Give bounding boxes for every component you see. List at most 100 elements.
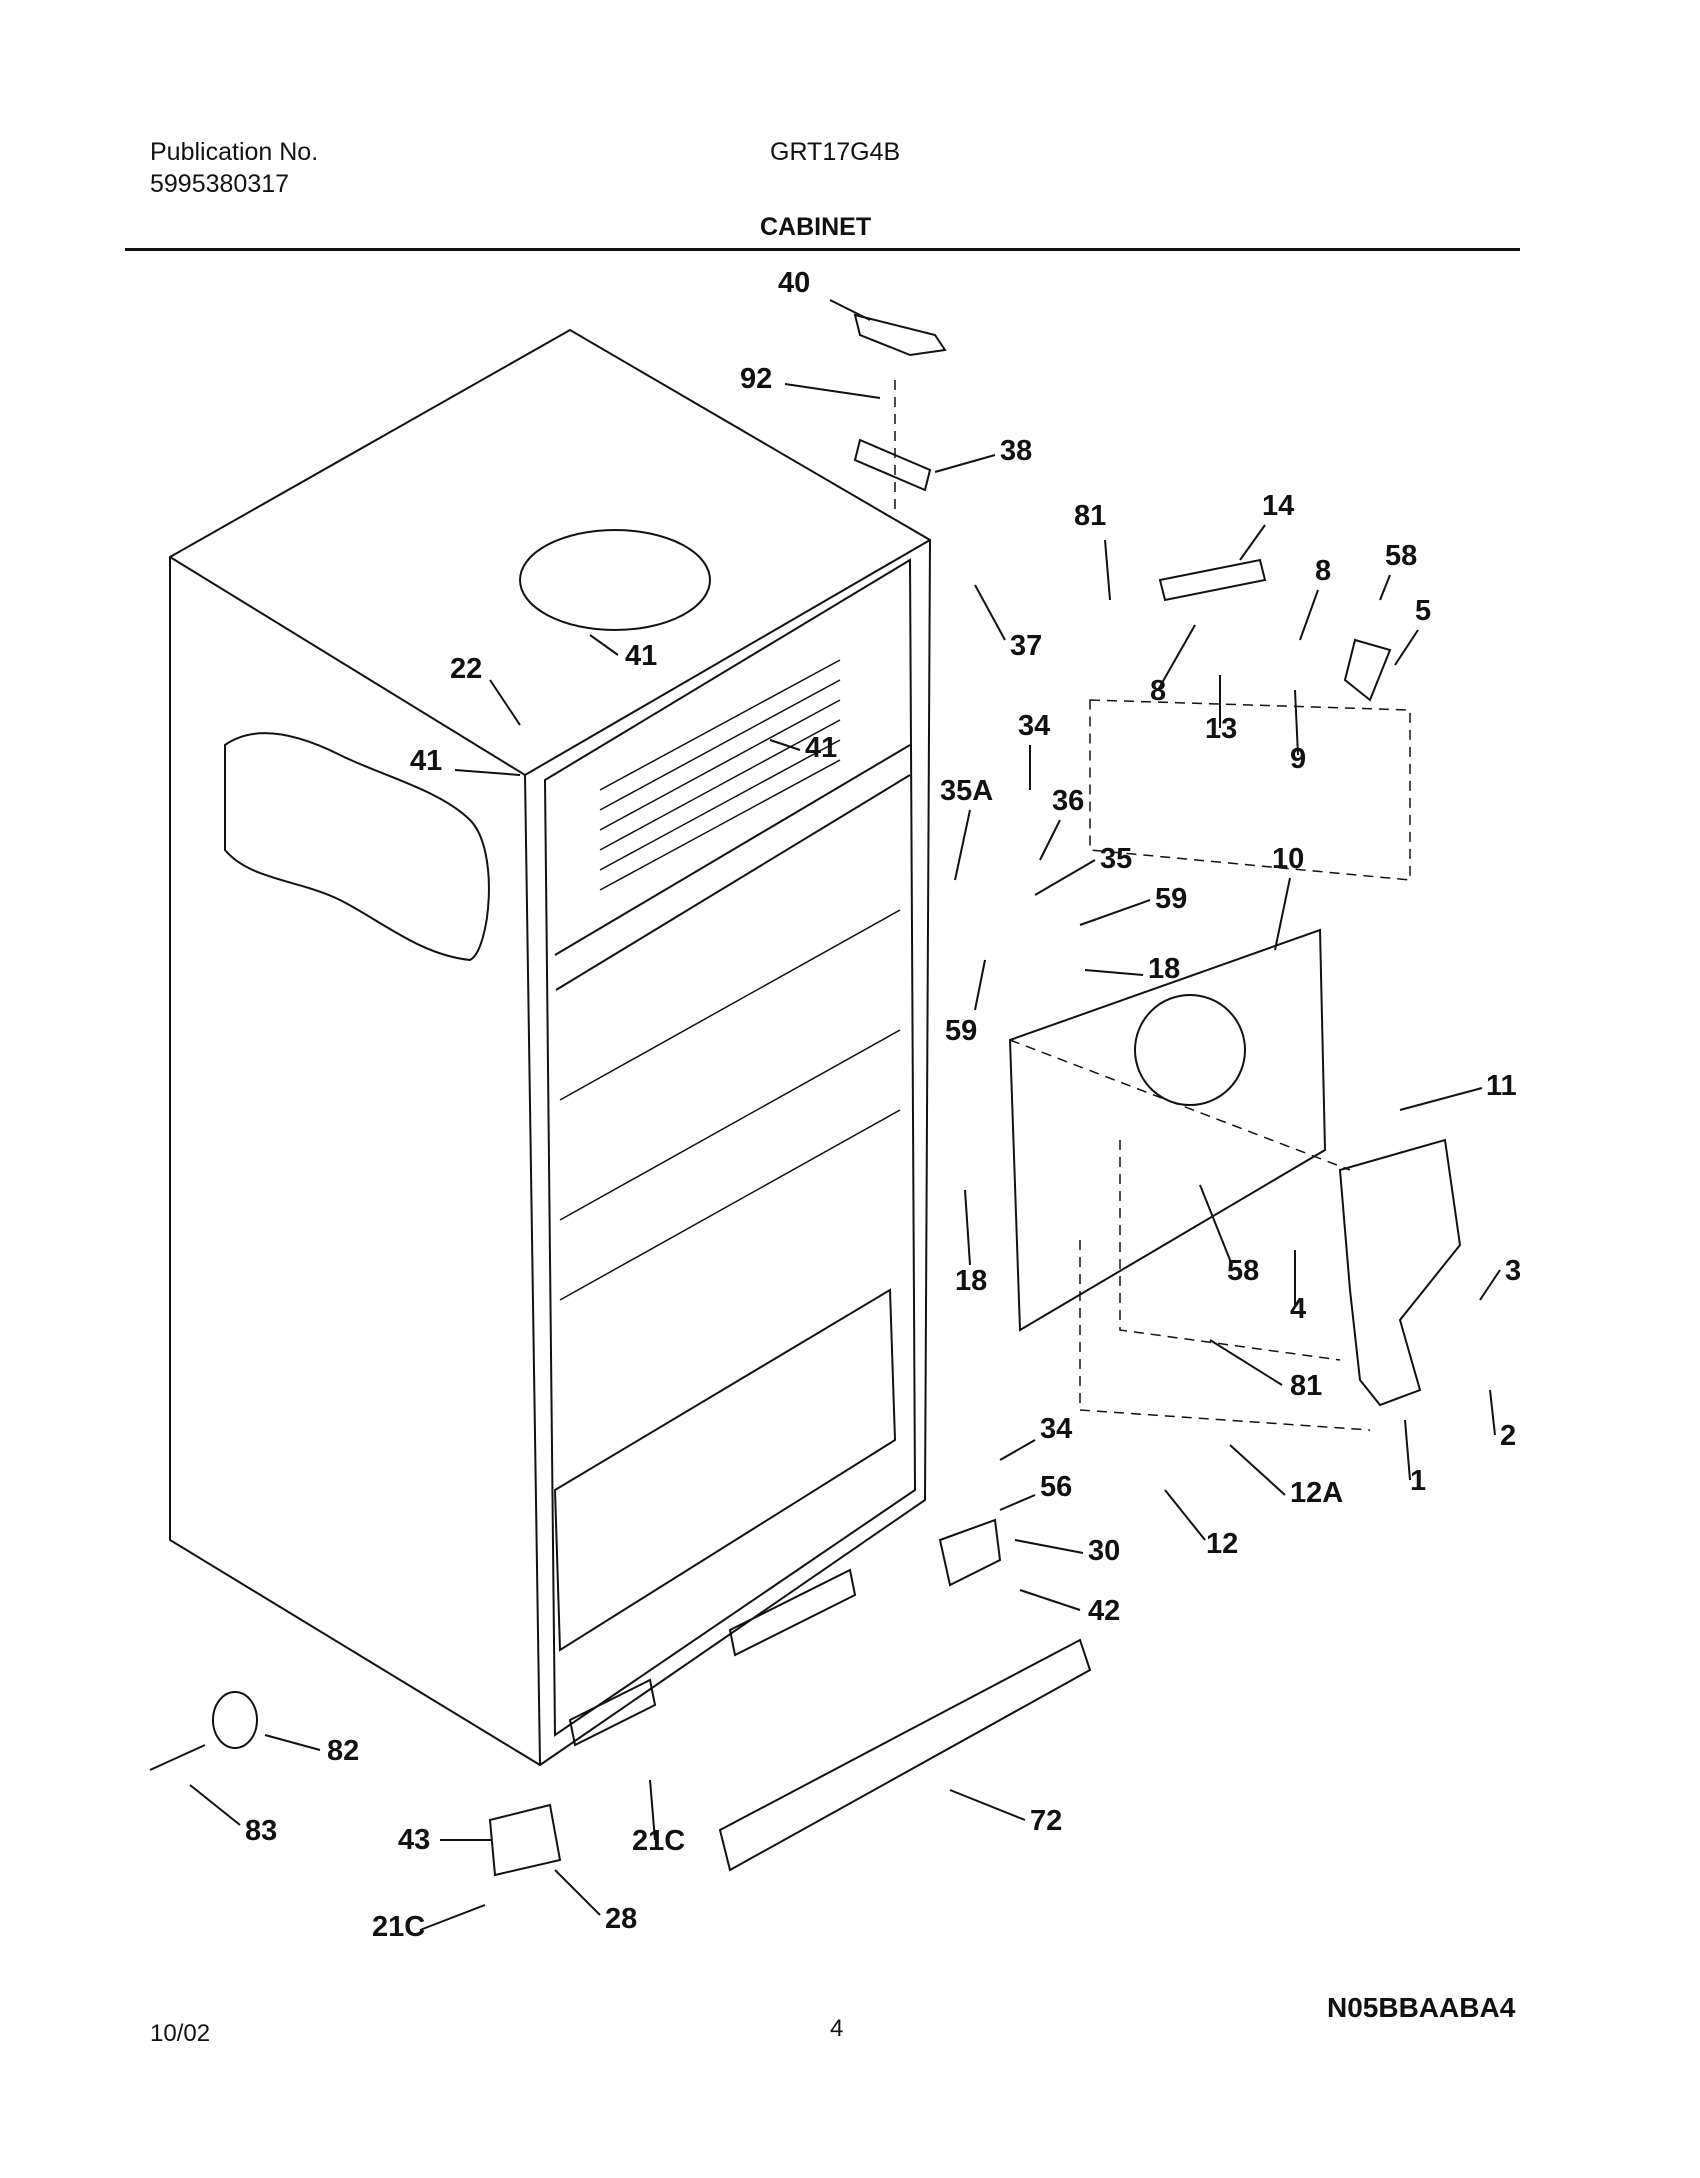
leader-line <box>264 1734 321 1751</box>
part-number-label: 82 <box>327 1735 359 1767</box>
leader-line <box>1084 969 1144 976</box>
cabinet-body <box>169 328 932 1767</box>
callout-9: 9 <box>1290 689 1306 775</box>
part-number-label: 41 <box>625 640 657 672</box>
part-number-label: 8 <box>1315 555 1331 587</box>
toe-grille-part <box>718 1638 1092 1872</box>
callout-42: 42 <box>1019 1589 1120 1627</box>
callout-92: 92 <box>740 363 881 399</box>
leader-line <box>829 299 871 321</box>
section-title: CABINET <box>760 213 872 241</box>
part-number-label: 1 <box>1410 1465 1426 1497</box>
leader-line <box>1489 1389 1496 1436</box>
callout-41: 41 <box>410 745 521 777</box>
model-number: GRT17G4B <box>770 138 901 166</box>
callout-40: 40 <box>778 267 871 321</box>
leader-line <box>1379 574 1391 601</box>
part-number-label: 12 <box>1206 1528 1238 1560</box>
callout-12A: 12A <box>1229 1444 1343 1509</box>
leader-line <box>1394 629 1419 666</box>
bottom-slot-left <box>568 1678 657 1747</box>
leader-line <box>974 959 986 1011</box>
callout-59: 59 <box>945 959 986 1047</box>
callout-36: 36 <box>1039 785 1084 861</box>
liner-outline <box>543 558 917 1737</box>
callout-30: 30 <box>1014 1535 1120 1567</box>
publication-number: 5995380317 <box>150 170 290 198</box>
leader-line <box>934 454 996 473</box>
cabinet-front-edge <box>524 774 541 1766</box>
part-number-label: 37 <box>1010 630 1042 662</box>
leader-line <box>1014 1539 1084 1554</box>
callout-5: 5 <box>1394 595 1431 666</box>
callout-81: 81 <box>1074 500 1111 601</box>
part-number-label: 8 <box>1150 675 1166 707</box>
leader-line <box>964 1189 971 1266</box>
leader-line <box>1299 589 1319 641</box>
leader-line <box>1399 1087 1483 1111</box>
callout-41: 41 <box>589 634 657 672</box>
fan-blade-part <box>1343 638 1392 702</box>
leader-line <box>489 679 521 726</box>
callout-72: 72 <box>949 1789 1062 1837</box>
callout-34: 34 <box>999 1413 1072 1461</box>
part-number-label: 34 <box>1040 1413 1072 1445</box>
leader-line <box>1079 899 1151 926</box>
callout-83: 83 <box>189 1784 277 1847</box>
callout-8: 8 <box>1150 624 1196 707</box>
leader-line <box>949 1789 1026 1821</box>
part-number-label: 12A <box>1290 1477 1343 1509</box>
callout-14: 14 <box>1239 490 1294 561</box>
leader-line <box>1404 1419 1411 1481</box>
callout-18: 18 <box>955 1189 987 1297</box>
part-number-label: 81 <box>1290 1370 1322 1402</box>
part-number-label: 41 <box>410 745 442 777</box>
lower-hinge-part <box>938 1518 1002 1587</box>
leader-line <box>954 809 971 881</box>
part-number-label: 18 <box>955 1265 987 1297</box>
callout-22: 22 <box>450 653 521 726</box>
part-number-label: 56 <box>1040 1471 1072 1503</box>
cabinet-outline <box>169 328 932 1767</box>
callout-13: 13 <box>1205 675 1237 745</box>
part-number-label: 59 <box>945 1015 977 1047</box>
leader-line <box>1034 859 1096 896</box>
leader-line <box>554 1869 601 1916</box>
leader-line <box>1104 539 1111 601</box>
leader-line <box>1479 1269 1501 1301</box>
roller-axle-part <box>149 1744 206 1771</box>
part-number-label: 30 <box>1088 1535 1120 1567</box>
leader-line <box>1239 524 1266 561</box>
callout-81: 81 <box>1209 1339 1322 1402</box>
leveling-bracket-part <box>488 1803 562 1877</box>
parts-group <box>149 313 1462 1877</box>
part-number-label: 58 <box>1227 1255 1259 1287</box>
exploded-guide-lines <box>894 380 1411 1431</box>
leader-line <box>1157 624 1196 691</box>
callout-11: 11 <box>1399 1070 1517 1111</box>
leader-line <box>454 769 521 776</box>
callout-38: 38 <box>934 435 1032 473</box>
callout-2: 2 <box>1489 1389 1516 1452</box>
callout-28: 28 <box>554 1869 637 1935</box>
callout-82: 82 <box>264 1734 359 1767</box>
part-number-label: 83 <box>245 1815 277 1847</box>
callout-58: 58 <box>1199 1184 1259 1287</box>
part-number-label: 43 <box>398 1824 430 1856</box>
callout-12: 12 <box>1164 1489 1238 1560</box>
leader-line <box>1039 819 1061 861</box>
top-fixture <box>519 529 711 631</box>
callout-21C: 21C <box>372 1904 486 1943</box>
fan-opening <box>1134 994 1246 1106</box>
leader-line <box>189 1784 241 1826</box>
leader-line <box>419 1904 486 1931</box>
part-number-label: 92 <box>740 363 772 395</box>
leader-line <box>1019 1589 1081 1611</box>
fan-bracket-part <box>1158 558 1267 602</box>
control-housing-part <box>1338 1138 1462 1407</box>
part-number-label: 9 <box>1290 743 1306 775</box>
callout-59: 59 <box>1079 883 1187 926</box>
part-number-label: 10 <box>1272 843 1304 875</box>
